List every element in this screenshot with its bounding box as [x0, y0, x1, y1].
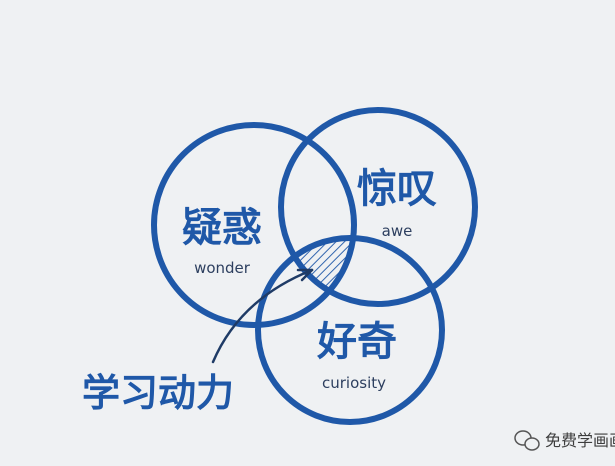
watermark-text: 免费学画画 — [545, 431, 615, 450]
motivation-arrow — [211, 268, 314, 364]
circle-wonder — [151, 122, 357, 328]
wonder-zh-label: 疑惑 — [182, 205, 262, 251]
awe-zh-label: 惊叹 — [357, 166, 437, 212]
curiosity-zh-label: 好奇 — [316, 319, 397, 365]
learning-motivation-label: 学习动力 — [82, 371, 234, 415]
circle-curiosity — [255, 235, 445, 425]
wonder-en-label: wonder — [194, 259, 251, 277]
arrow-head — [296, 268, 314, 282]
wechat-icon — [514, 430, 540, 451]
curiosity-en-label: curiosity — [322, 374, 386, 392]
circle-awe — [278, 107, 478, 307]
watermark: 免费学画画 — [514, 430, 615, 451]
awe-en-label: awe — [382, 222, 413, 240]
